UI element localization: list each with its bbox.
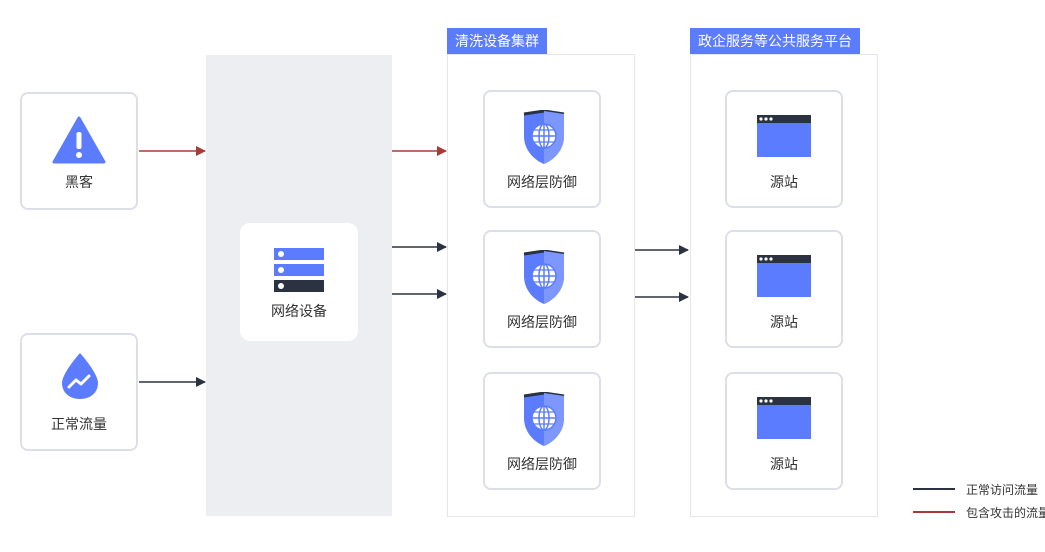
defense-node-label: 网络层防御 [507,174,577,190]
platform-title: 政企服务等公共服务平台 [690,28,860,54]
normal-traffic-label: 正常流量 [51,416,107,432]
legend-normal-line [913,488,955,490]
water-drop-trend-icon [62,353,98,399]
shield-globe-icon [523,392,565,446]
origin-server-node: 源站 [725,90,843,208]
shield-globe-icon [523,250,565,304]
origin-server-node: 源站 [725,372,843,490]
normal-traffic-node: 正常流量 [20,333,138,451]
network-device-node: 网络设备 [240,223,358,341]
cleaning-cluster-panel [447,54,635,517]
defense-node: 网络层防御 [483,90,601,208]
legend-attack-line [913,511,955,513]
defense-node: 网络层防御 [483,230,601,348]
hacker-node: 黑客 [20,92,138,210]
defense-node-label: 网络层防御 [507,456,577,472]
defense-node: 网络层防御 [483,372,601,490]
hacker-label: 黑客 [65,174,93,190]
server-stack-icon [274,248,324,292]
browser-window-icon [757,115,811,157]
warning-icon [52,116,106,164]
browser-window-icon [757,397,811,439]
platform-panel [690,54,878,517]
browser-window-icon [757,255,811,297]
network-device-label: 网络设备 [271,303,327,319]
origin-server-node: 源站 [725,230,843,348]
legend-normal-label: 正常访问流量 [966,483,1039,497]
origin-server-label: 源站 [770,314,798,330]
origin-server-label: 源站 [770,174,798,190]
cleaning-cluster-title: 清洗设备集群 [447,28,547,54]
defense-node-label: 网络层防御 [507,314,577,330]
legend-attack-label: 包含攻击的流量 [966,506,1045,520]
origin-server-label: 源站 [770,456,798,472]
shield-globe-icon [523,110,565,164]
